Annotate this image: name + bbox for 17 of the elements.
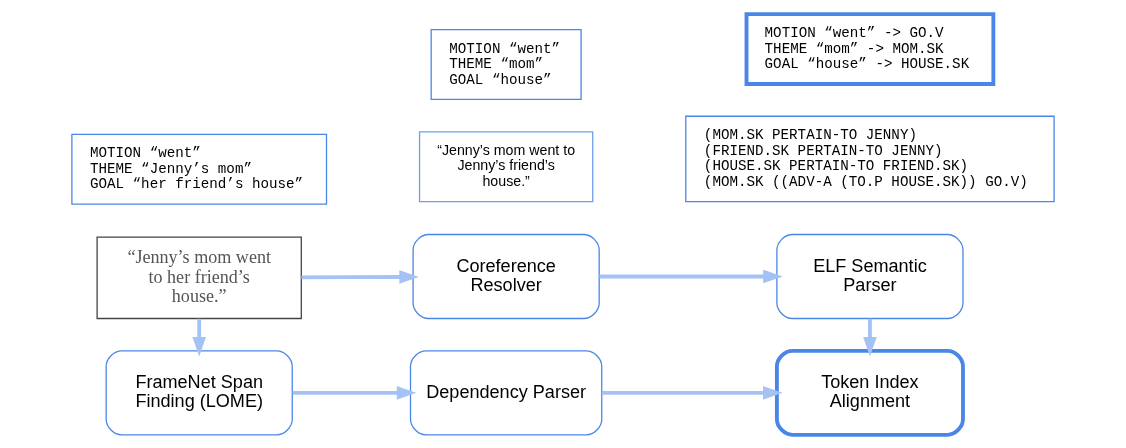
node-box: MOTION “went” THEME “mom” GOAL “house”: [430, 28, 582, 100]
node-box: Dependency Parser: [409, 349, 603, 435]
node-box: Token Index Alignment: [774, 348, 965, 437]
arrow: [192, 318, 206, 356]
arrow: [863, 318, 877, 356]
node-box: Coreference Resolver: [412, 233, 600, 319]
node-box: MOTION “went” -> GO.V THEME “mom” -> MOM.SK GOAL “house” -> HOUSE.SK: [744, 11, 996, 86]
node-box: ELF Semantic Parser: [776, 233, 964, 319]
node-box: “Jenny’s mom went to Jenny’s friend’s house.”: [418, 130, 594, 202]
arrow: [599, 269, 783, 283]
node-box: FrameNet Span Finding (LOME): [105, 349, 293, 435]
node-box: MOTION “went” THEME “Jenny’s mom” GOAL “her friend’s house”: [71, 133, 328, 205]
arrow: [301, 269, 419, 284]
arrow: [292, 385, 417, 400]
node-box: (MOM.SK PERTAIN-TO JENNY) (FRIEND.SK PERTAIN-TO JENNY) (HOUSE.SK PERTAIN-TO FRIEND.SK) (MOM.SK ((ADV-A (TO.P HOUSE.SK)) GO.V): [685, 115, 1055, 202]
arrow: [601, 385, 783, 400]
node-box: “Jenny’s mom went to her friend’s house.”: [96, 235, 302, 319]
